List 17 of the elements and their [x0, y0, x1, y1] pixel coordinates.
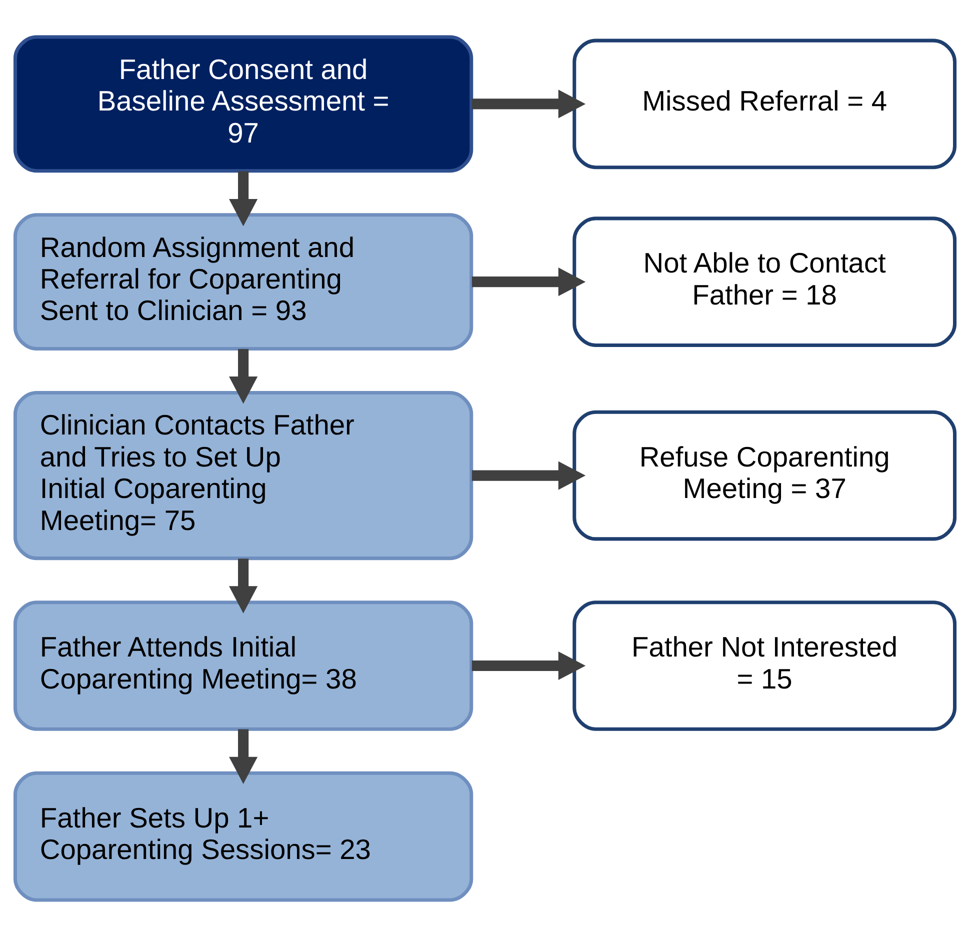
arrow	[229, 558, 258, 614]
node-box: Father Attends Initial Coparenting Meeting= 38	[13, 600, 474, 731]
arrow	[472, 90, 586, 118]
node-box: Random Assignment and Referral for Coparenting Sent to Clinician = 93	[13, 213, 474, 350]
node-box: Father Not Interested = 15	[572, 600, 957, 731]
arrow	[229, 171, 258, 226]
arrow	[229, 729, 258, 784]
node-box: Clinician Contacts Father and Tries to Set Up Initial Coparenting Meeting= 75	[13, 391, 474, 560]
node-box: Father Sets Up 1+ Coparenting Sessions= 23	[13, 771, 474, 902]
node-box: Refuse Coparenting Meeting = 37	[572, 410, 957, 541]
node-box: Not Able to Contact Father = 18	[572, 216, 957, 347]
arrow	[472, 651, 586, 680]
arrow	[472, 268, 586, 296]
arrow	[229, 349, 258, 404]
node-box: Missed Referral = 4	[572, 38, 957, 170]
arrow	[472, 461, 586, 490]
node-box: Father Consent and Baseline Assessment = 97	[13, 35, 474, 173]
